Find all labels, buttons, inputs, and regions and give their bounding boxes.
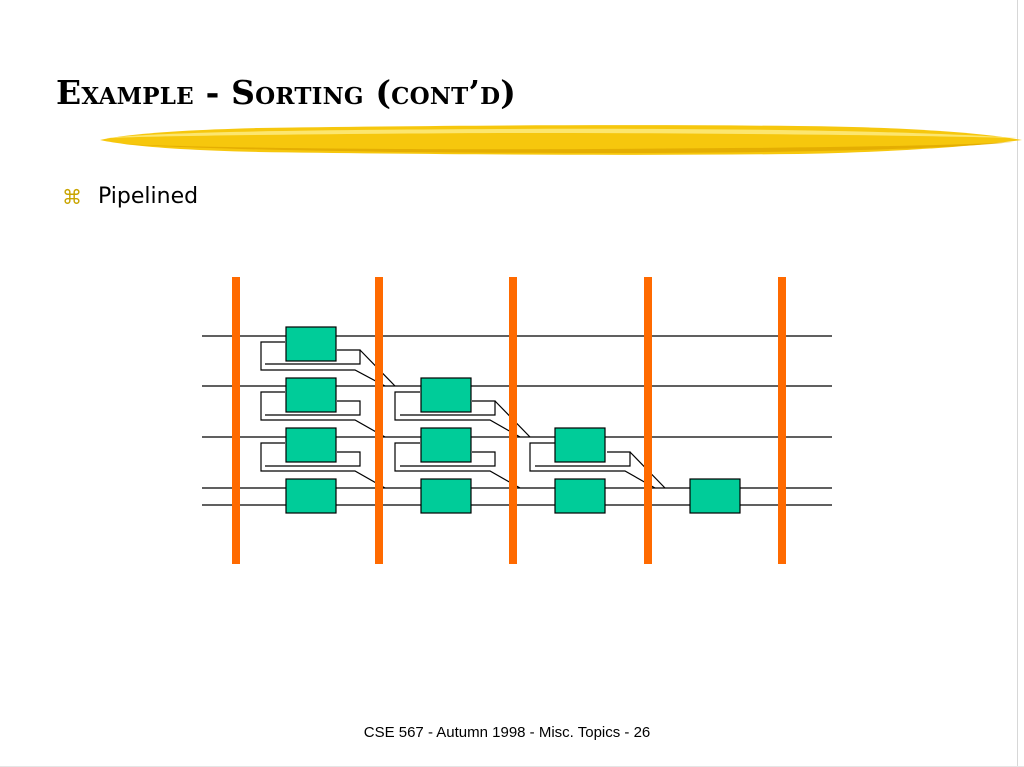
- loop-s1-1: [260, 341, 386, 387]
- loop-s1-4: [265, 349, 361, 365]
- command-key-icon: ⌘: [62, 184, 82, 209]
- loop-s1-6: [265, 451, 361, 467]
- loop-s3-1: [529, 442, 656, 489]
- bullet-text: Pipelined: [98, 184, 199, 209]
- node-s1-1: [285, 326, 337, 362]
- loop-s2-2: [394, 442, 521, 489]
- loop-s1-3: [260, 442, 386, 489]
- loop-s2-4: [400, 451, 496, 467]
- pipeline-bar-3: [509, 277, 517, 564]
- slide-title: Example - Sorting (cont’d): [56, 73, 517, 112]
- pipelined-sorting-network: [202, 277, 832, 564]
- node-s4-1: [689, 478, 741, 514]
- loop-s3-2: [535, 451, 631, 467]
- loop-s2-1: [394, 391, 521, 438]
- node-s3-1: [554, 427, 606, 463]
- loop-s2-3: [400, 400, 496, 416]
- loop-s1-5: [265, 400, 361, 416]
- highlighter-dark: [118, 142, 1013, 153]
- slide-footer: CSE 567 - Autumn 1998 - Misc. Topics - 2…: [363, 724, 651, 741]
- node-s1-3: [285, 427, 337, 463]
- pipeline-bar-2: [375, 277, 383, 564]
- pipeline-bar-1: [232, 277, 240, 564]
- pipeline-bar-5: [778, 277, 786, 564]
- bullet-item: ⌘ Pipelined: [62, 184, 198, 209]
- comparator-nodes: [285, 326, 741, 514]
- pipeline-bars: [232, 277, 786, 564]
- loop-s1-2: [260, 391, 386, 438]
- title-highlighter-stroke: [100, 125, 1022, 155]
- node-s2-3: [420, 478, 472, 514]
- node-s1-4: [285, 478, 337, 514]
- slide-right-edge: [1017, 0, 1018, 767]
- loop-wires: [260, 341, 666, 489]
- pipeline-bar-4: [644, 277, 652, 564]
- node-s1-2: [285, 377, 337, 413]
- node-s3-2: [554, 478, 606, 514]
- node-s2-1: [420, 377, 472, 413]
- highlighter-light: [108, 128, 1018, 138]
- node-s2-2: [420, 427, 472, 463]
